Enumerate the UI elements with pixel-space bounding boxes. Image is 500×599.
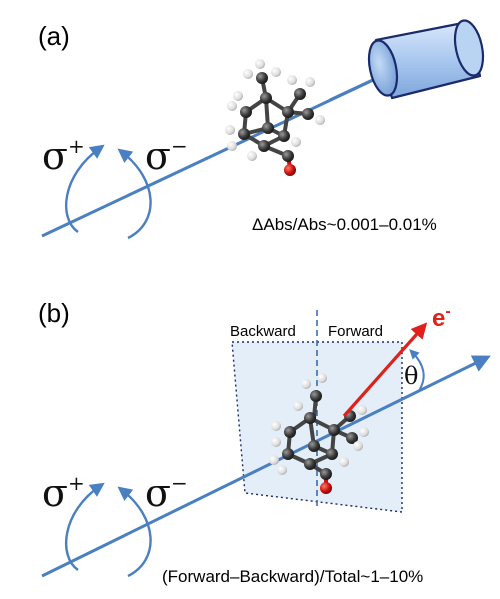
panel-b-detection-plane bbox=[231, 341, 403, 513]
molecule-oxygen-atom bbox=[284, 164, 296, 176]
panel-b-sigma-minus: σ− bbox=[145, 471, 188, 515]
panel-a-sigma-minus: σ− bbox=[145, 134, 188, 178]
panel-a-label: (a) bbox=[38, 21, 70, 51]
panel-a-detector-cylinder bbox=[367, 19, 485, 100]
panel-a-polarization-arrows bbox=[64, 144, 152, 240]
panel-b-ratio-text: (Forward–Backward)/Total~1–10% bbox=[162, 567, 423, 586]
panel-b-electron-label: e- bbox=[432, 303, 451, 332]
sigma-minus-rotation-arrow bbox=[117, 486, 152, 578]
panel-b: (b) Backward Forward θ bbox=[38, 298, 491, 586]
sigma-minus-rotation-arrow bbox=[117, 148, 152, 240]
panel-b-forward-label: Forward bbox=[328, 323, 383, 340]
panel-b-angle-arc bbox=[409, 349, 425, 393]
panel-a-sigma-plus: σ+ bbox=[42, 134, 85, 178]
panel-b-electron-arrow bbox=[342, 322, 428, 418]
panel-b-camphor-molecule bbox=[269, 373, 369, 494]
panel-a: (a) bbox=[38, 19, 485, 240]
panel-b-backward-label: Backward bbox=[230, 323, 296, 340]
molecule-oxygen-atom bbox=[320, 482, 332, 494]
sigma-plus-rotation-arrow bbox=[64, 482, 105, 571]
panel-a-ratio-text: ΔAbs/Abs~0.001–0.01% bbox=[252, 215, 437, 234]
molecule-hydrogen-atoms bbox=[225, 59, 325, 161]
panel-a-camphor-molecule bbox=[225, 59, 325, 176]
molecule-carbon-atoms bbox=[238, 72, 314, 162]
panel-b-label: (b) bbox=[38, 298, 70, 328]
molecule-hydrogen-atoms bbox=[269, 373, 369, 475]
sigma-plus-rotation-arrow bbox=[64, 144, 105, 233]
panel-b-theta-label: θ bbox=[404, 362, 418, 390]
panel-b-polarization-arrows bbox=[64, 482, 152, 578]
panel-b-light-beam bbox=[41, 355, 491, 578]
panel-b-sigma-plus: σ+ bbox=[42, 471, 85, 515]
